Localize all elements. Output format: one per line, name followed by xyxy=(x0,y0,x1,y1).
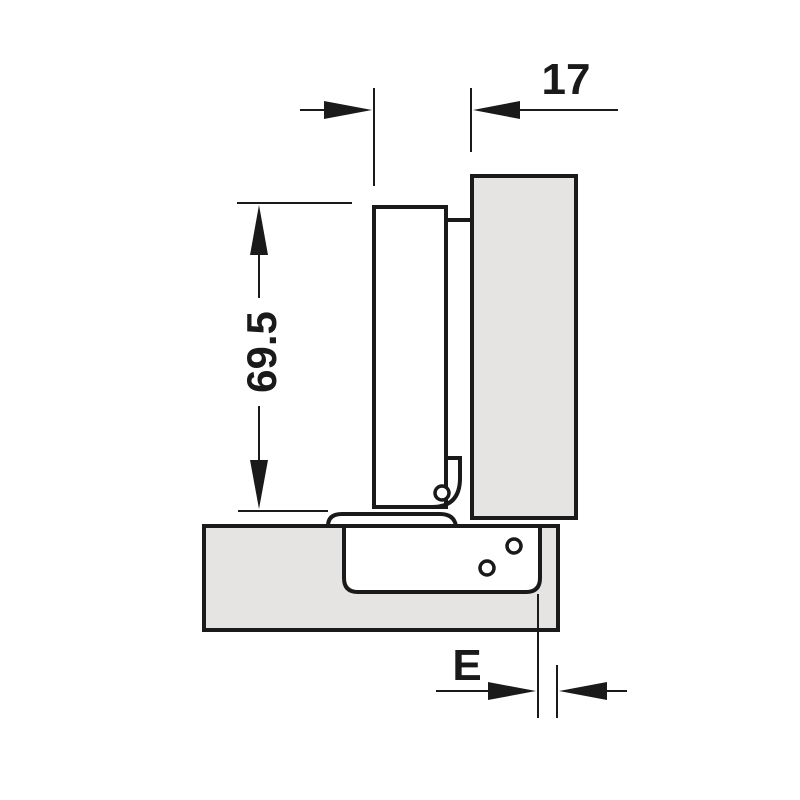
arrow-right-icon xyxy=(324,101,372,119)
door-panel xyxy=(470,174,578,520)
pivot-pin xyxy=(433,484,451,502)
arrow-up-icon xyxy=(250,205,268,255)
arrow-right-icon xyxy=(488,682,536,700)
arrow-left-icon xyxy=(559,682,607,700)
arrow-down-icon xyxy=(250,460,268,509)
hinge-arm xyxy=(372,205,448,509)
screw-hole xyxy=(505,537,523,555)
dimension-label-69-5: 69.5 xyxy=(238,311,285,393)
mounting-plate xyxy=(325,512,459,528)
hinge-cup xyxy=(342,524,542,594)
dimension-label-17: 17 xyxy=(542,55,591,104)
screw-hole xyxy=(478,559,496,577)
arm-knuckle xyxy=(374,220,462,509)
dimension-label-e: E xyxy=(452,641,481,690)
arrow-left-icon xyxy=(473,101,520,119)
